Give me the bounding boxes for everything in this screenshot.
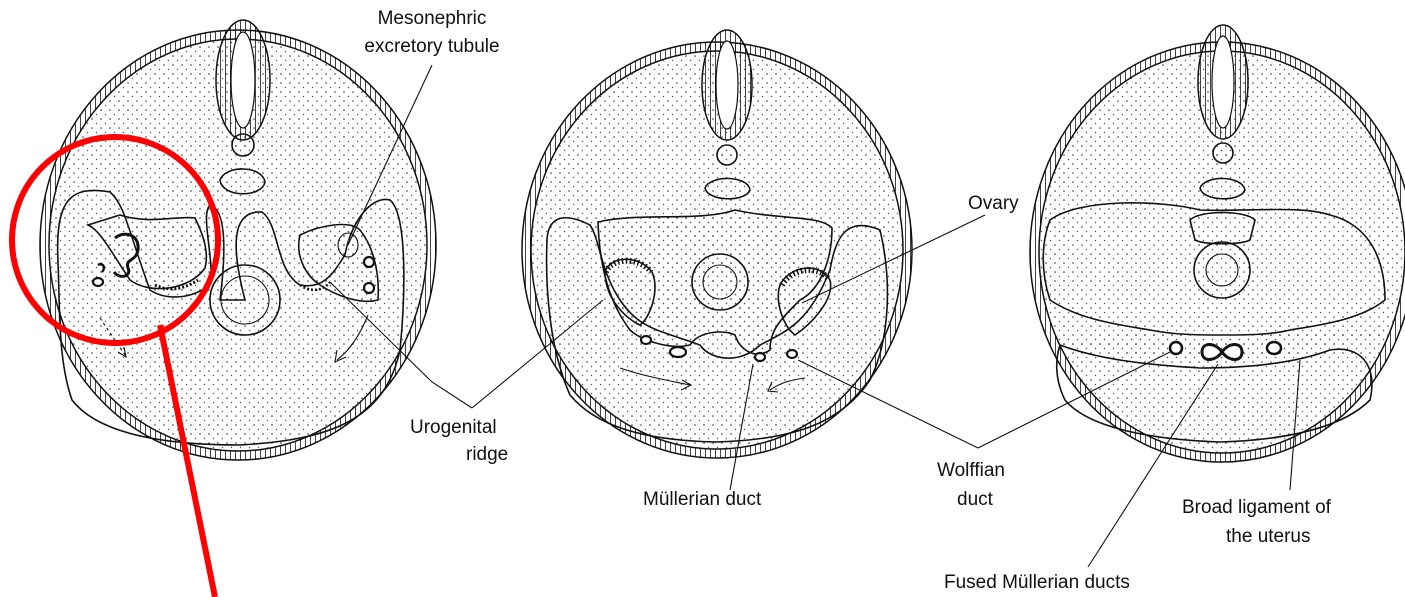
mullerian-duct-left-2 <box>641 336 651 344</box>
wolffian-duct-right-3 <box>1267 342 1281 354</box>
label-mesonephric-1: Mesonephric <box>378 8 487 29</box>
label-mullerian-duct: Müllerian duct <box>643 489 762 510</box>
wolffian-duct-right-1b <box>364 283 374 293</box>
wolffian-duct-left-1 <box>93 278 103 286</box>
wolffian-duct-left-2 <box>670 347 686 357</box>
cross-section-3 <box>1030 25 1405 462</box>
wolffian-duct-right-1a <box>364 257 374 267</box>
cross-section-2 <box>522 30 912 458</box>
wolffian-duct-right-2 <box>787 350 797 358</box>
wolffian-duct-left-3 <box>1170 342 1182 354</box>
label-wolffian-1: Wolffian <box>937 460 1005 481</box>
label-wolffian-2: duct <box>957 489 994 510</box>
label-urogenital-2: ridge <box>466 444 508 465</box>
label-broad-ligament-1: Broad ligament of <box>1182 497 1332 518</box>
label-fused-mullerian: Fused Müllerian ducts <box>944 572 1130 593</box>
label-ovary: Ovary <box>968 193 1019 214</box>
label-urogenital-1: Urogenital <box>410 417 497 438</box>
cross-section-1 <box>40 20 436 460</box>
label-mesonephric-2: excretory tubule <box>364 36 499 57</box>
mullerian-duct-right-2 <box>755 353 765 361</box>
label-broad-ligament-2: the uterus <box>1226 526 1311 547</box>
